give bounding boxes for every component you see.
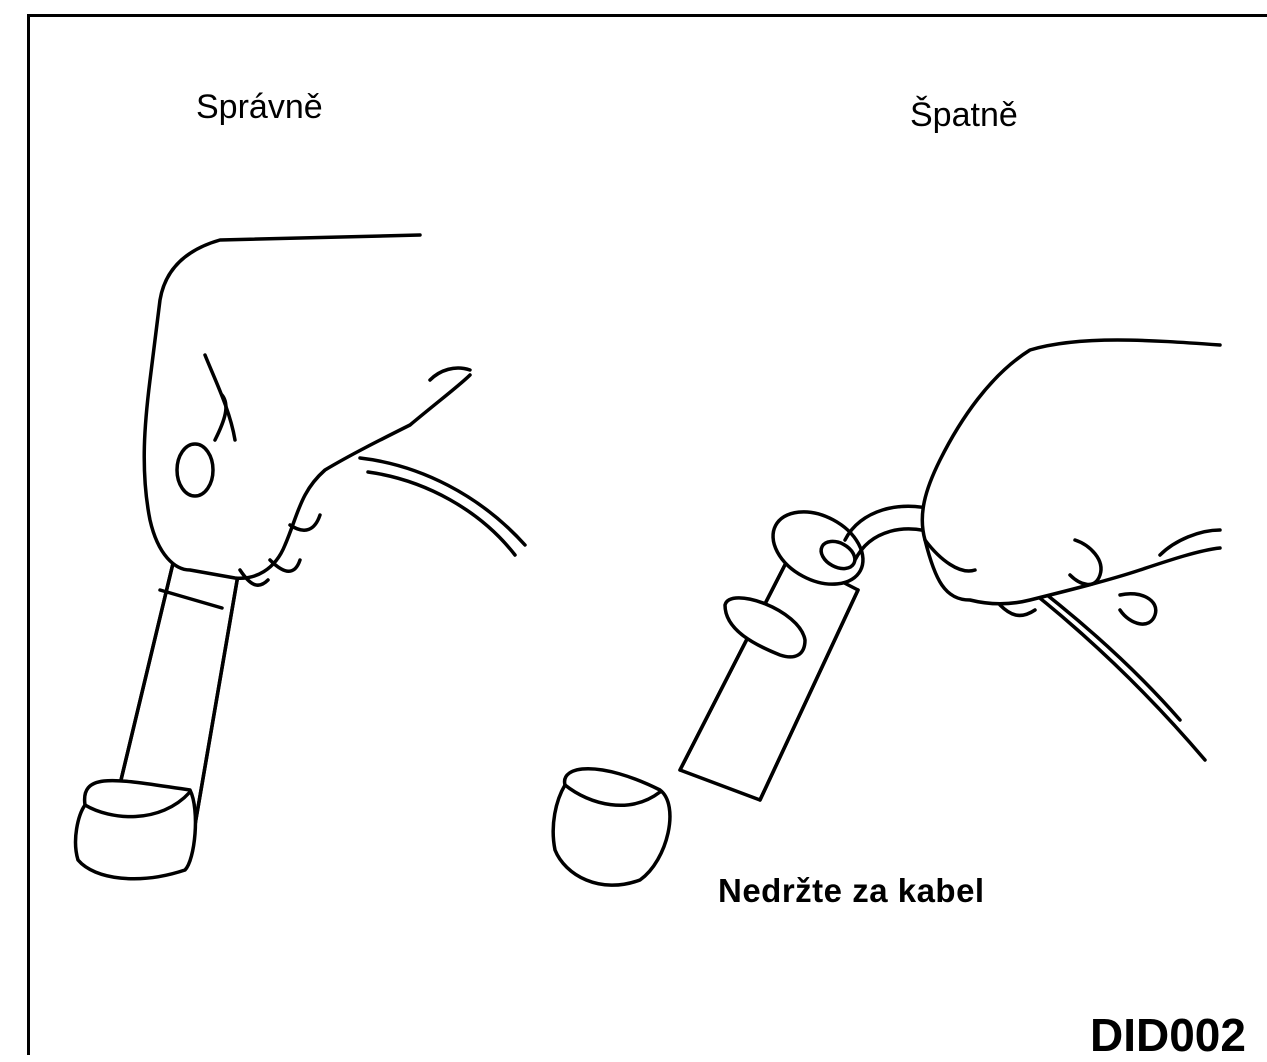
hand-gripping-boot-icon xyxy=(76,235,525,879)
hand-pulling-cable-icon xyxy=(553,340,1220,885)
